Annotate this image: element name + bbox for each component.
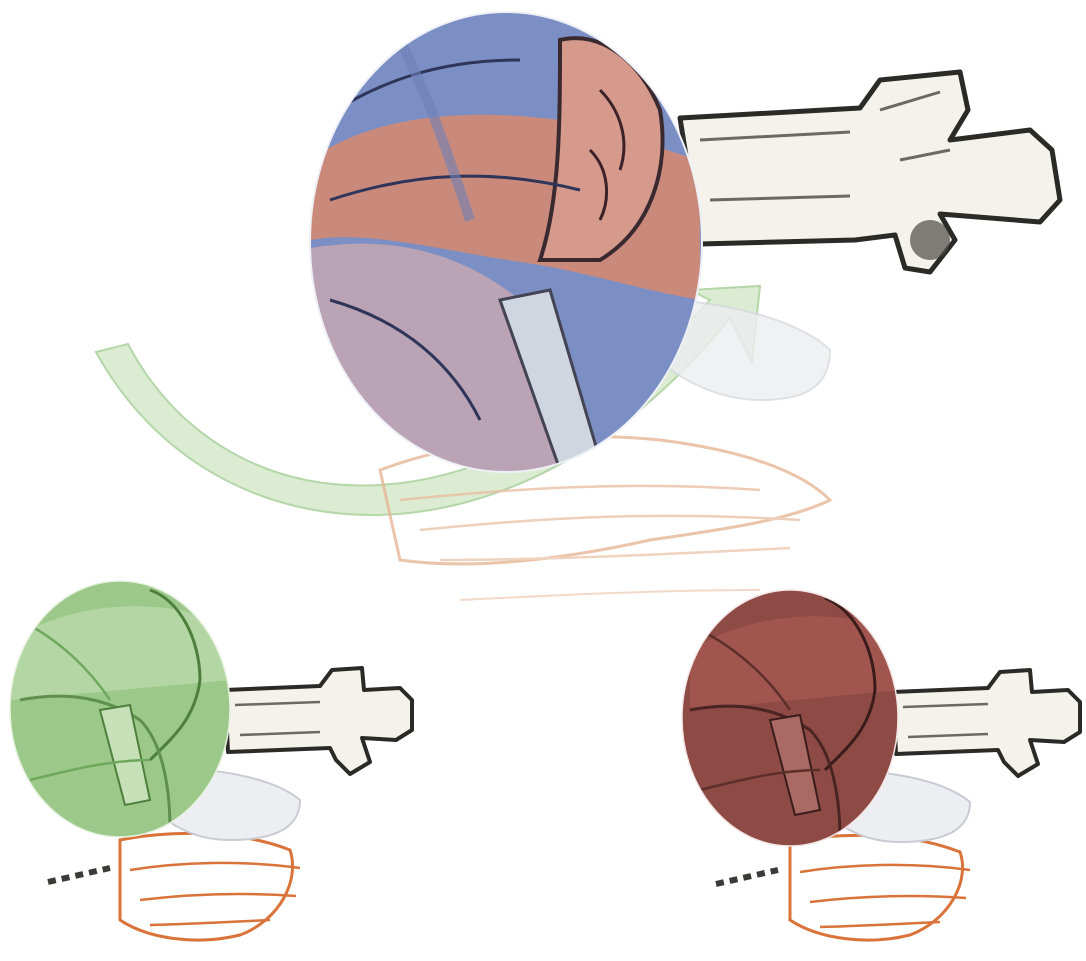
left-bone-fragment	[225, 668, 412, 774]
right-illustration	[670, 580, 1080, 940]
main-illustration	[96, 0, 1060, 600]
right-bone-fragment	[893, 670, 1080, 776]
left-illustration	[0, 570, 412, 940]
main-zoom-circle	[300, 0, 720, 480]
bone-fragment	[680, 72, 1060, 272]
